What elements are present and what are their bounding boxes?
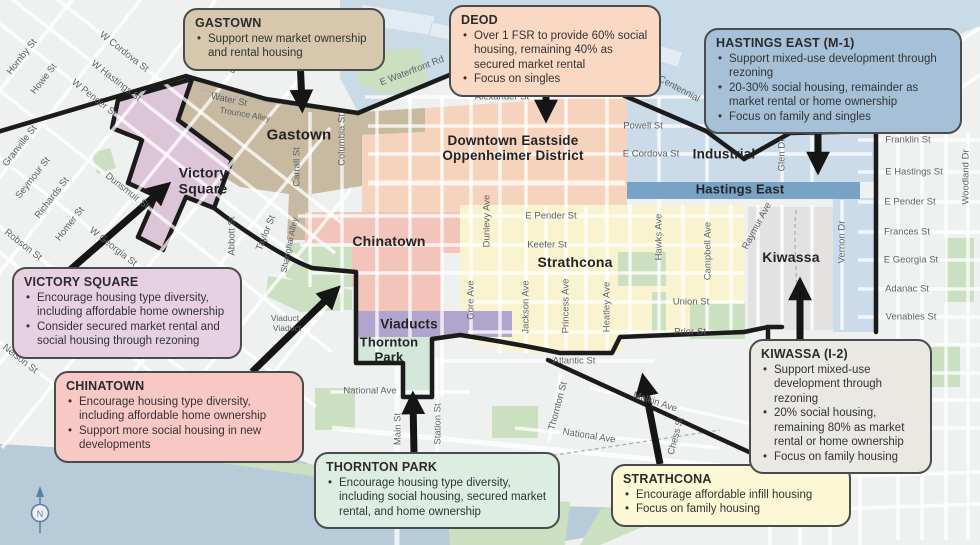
callout-hastings-east-bullet-3: Focus on family and singles [716,110,950,125]
callout-strathcona: STRATHCONA Encourage affordable infill h… [611,464,851,527]
callout-gastown-bullet-1: Support new market ownership and rental … [195,32,373,61]
callout-chinatown-bullet-2: Support more social housing in new devel… [66,424,292,453]
callout-gastown-title: GASTOWN [195,16,262,30]
callout-deod-title: DEOD [461,13,498,27]
callout-hastings-east-bullet-1: Support mixed-use development through re… [716,52,950,81]
callout-thornton-park: THORNTON PARK Encourage housing type div… [314,452,560,530]
callout-kiwassa-bullet-1: Support mixed-use development through re… [761,363,920,406]
callout-hastings-east-bullet-2: 20-30% social housing, remainder as mark… [716,81,950,110]
callout-strathcona-bullet-1: Encourage affordable infill housing [623,488,839,503]
district-thornton-park [356,337,432,397]
callout-hastings-east-title: HASTINGS EAST (M-1) [716,36,855,50]
callout-kiwassa-bullet-2: 20% social housing, remaining 80% as mar… [761,406,920,449]
callout-chinatown-title: CHINATOWN [66,379,145,393]
callout-victory-square: VICTORY SQUARE Encourage housing type di… [12,267,242,359]
callout-victory-square-title: VICTORY SQUARE [24,275,139,289]
compass-n-label: N [37,509,44,519]
callout-strathcona-bullet-2: Focus on family housing [623,502,839,517]
compass-needle-icon [36,486,44,497]
callout-kiwassa-bullet-3: Focus on family housing [761,450,920,465]
district-strathcona [460,205,744,353]
callout-victory-square-bullet-2: Consider secured market rental and socia… [24,320,230,349]
district-gastown [170,79,425,240]
callout-deod: DEOD Over 1 FSR to provide 60% social ho… [449,5,661,97]
callout-gastown: GASTOWN Support new market ownership and… [183,8,385,71]
callout-strathcona-title: STRATHCONA [623,472,712,486]
district-industrial-east [833,198,877,332]
callout-kiwassa: KIWASSA (I-2) Support mixed-use developm… [749,339,932,475]
callout-deod-bullet-2: Focus on singles [461,72,649,87]
arrow-chinatown [249,285,341,375]
hastings-east-band [627,182,860,199]
arrow-strathcona [635,372,664,465]
callout-thornton-park-title: THORNTON PARK [326,460,438,474]
callout-kiwassa-title: KIWASSA (I-2) [761,347,848,361]
district-areas [109,76,877,397]
callout-deod-bullet-1: Over 1 FSR to provide 60% social housing… [461,29,649,72]
callout-thornton-park-bullet-1: Encourage housing type diversity, includ… [326,476,548,519]
compass: N [30,486,50,533]
district-kiwassa [748,207,833,330]
callout-hastings-east: HASTINGS EAST (M-1) Support mixed-use de… [704,28,962,135]
callout-victory-square-bullet-1: Encourage housing type diversity, includ… [24,291,230,320]
arrow-thornton-park [401,390,426,455]
arrow-victory-square [67,181,172,273]
callout-chinatown-bullet-1: Encourage housing type diversity, includ… [66,395,292,424]
callout-chinatown: CHINATOWN Encourage housing type diversi… [54,371,304,463]
